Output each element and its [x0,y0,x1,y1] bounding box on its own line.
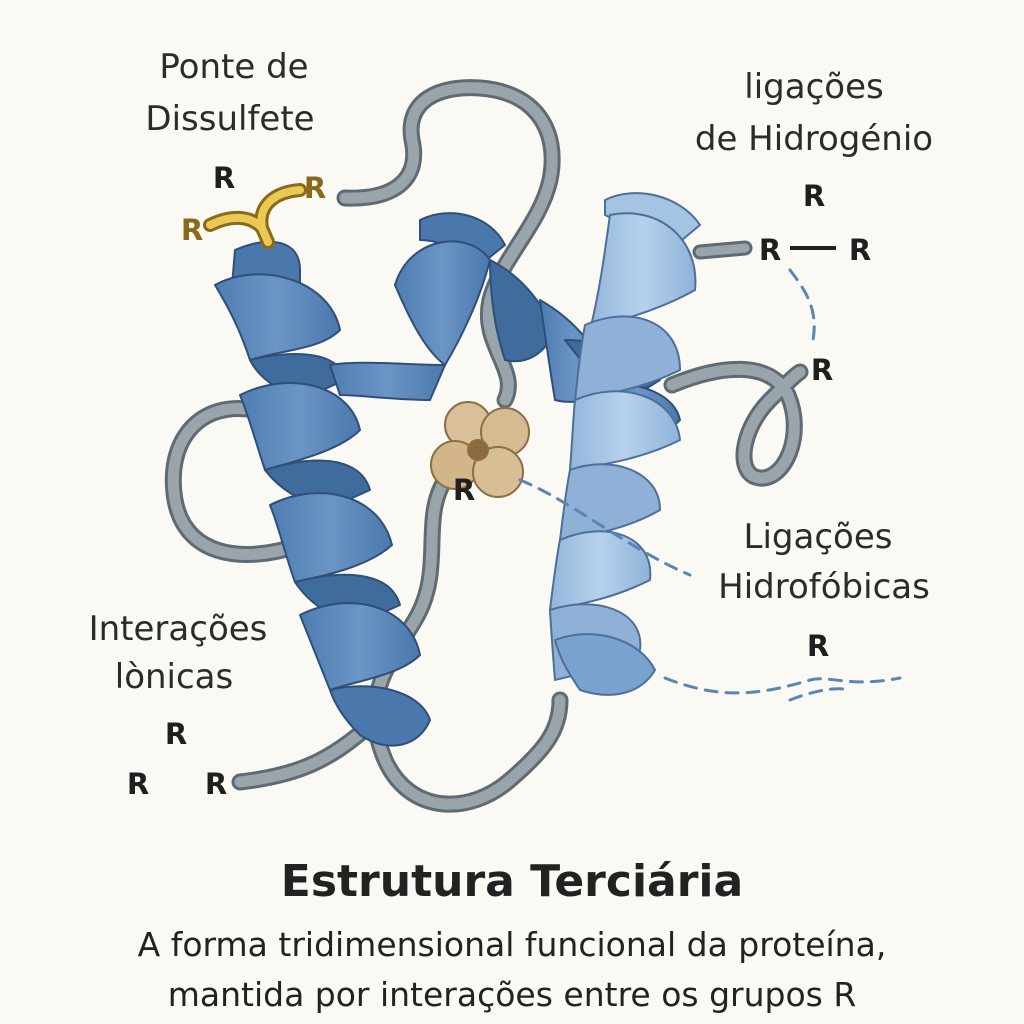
subtitle-line-1: A forma tridimensional funcional da prot… [137,925,887,964]
label-disulfide-line1: Ponte de [159,47,308,87]
hydrophobic-core-cluster [430,401,530,498]
dashed-hydrophobic-tail [663,676,902,695]
r-group-hydrogen-right: R [849,233,871,267]
dashed-hydrophobic-tail-branch [788,687,852,702]
r-group-hydrogen-bottom: R [811,353,833,387]
loop-coil-top [336,79,561,409]
main-title: Estrutura Terciária [280,856,744,907]
loop-coil-left [164,400,309,563]
disulfide-bond [203,183,307,249]
dashed-hydrophobic-core-line [518,478,692,577]
label-ionic-line2: lònicas [115,657,234,697]
r-group-hydrogen-left: R [759,233,781,267]
label-hydrogen-line1: ligações [744,67,883,107]
label-hydrophobic-line1: Ligações [744,517,893,557]
r-group-disulfide-top: R [213,161,235,195]
r-group-ionic-top: R [165,717,187,751]
r-group-ionic-left: R [127,767,149,801]
loop-coil-right [663,360,809,487]
r-group-hydrophobic: R [807,629,829,663]
r-group-disulfide-left: R [181,213,203,247]
r-group-core: R [453,473,475,507]
subtitle: A forma tridimensional funcional da prot… [0,920,1024,1020]
loop-coil-helix-c-end [692,240,753,260]
r-group-hydrogen-top: R [803,179,825,213]
r-group-disulfide-right: R [304,171,326,205]
loop-coil-center [366,471,569,813]
caption-block: Estrutura Terciária A forma tridimension… [0,850,1024,1020]
dashed-hydrogen-bond [788,268,816,347]
loop-coil-bottom-left [231,716,379,791]
alpha-helix-ribbon-right [549,192,701,696]
r-group-ionic-right: R [205,767,227,801]
label-hydrogen-line2: de Hidrogénio [695,119,933,159]
alpha-helix-ribbon-left [214,240,431,747]
dashed-interaction-lines [518,268,902,702]
subtitle-line-2: mantida por interações entre os grupos R [167,975,857,1014]
loop-coils [164,79,809,813]
label-disulfide-line2: Dissulfete [145,99,314,139]
label-hydrophobic-line2: Hidrofóbicas [718,567,930,607]
label-ionic-line1: Interações [89,609,268,649]
